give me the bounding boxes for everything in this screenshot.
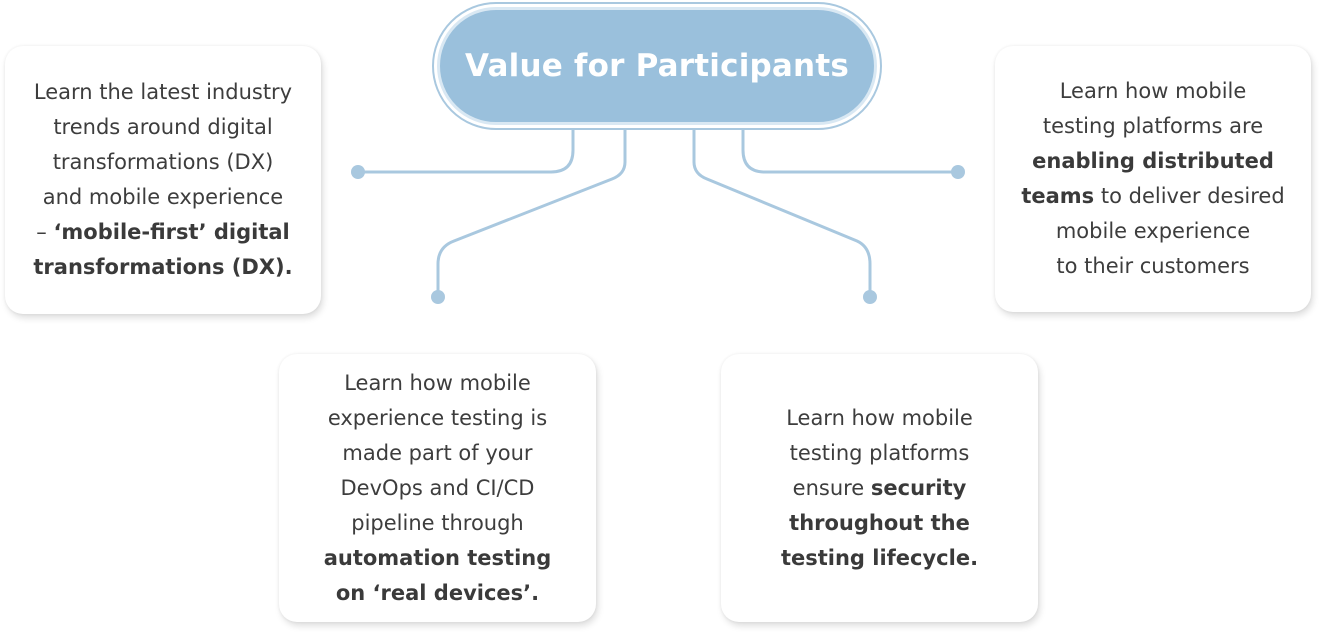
card-text-run: testing platforms bbox=[789, 440, 970, 465]
card-text-bold: transformations (DX). bbox=[33, 255, 293, 279]
connector-top-right bbox=[741, 124, 960, 174]
connector-top-left bbox=[356, 124, 575, 174]
card-line: testing lifecycle. bbox=[781, 541, 978, 576]
card-text-run: made part of your bbox=[342, 440, 533, 465]
card-text: Learn how mobile testing platforms ensure … bbox=[781, 401, 978, 576]
card-text-run: experience testing is bbox=[327, 405, 548, 430]
card-line: teams to deliver desired bbox=[1021, 179, 1284, 214]
card-top-right: Learn how mobile testing platforms are ena… bbox=[995, 46, 1311, 312]
card-line: and mobile experience bbox=[33, 180, 292, 215]
connector-bottom-left bbox=[436, 124, 627, 299]
card-text: Learn the latest industry trends around d… bbox=[33, 75, 292, 285]
card-text-bold: enabling distributed bbox=[1032, 149, 1274, 173]
card-text-run: to deliver desired bbox=[1094, 184, 1285, 208]
card-line: automation testing bbox=[324, 541, 552, 576]
card-text-run: – bbox=[36, 220, 54, 244]
card-line: experience testing is bbox=[324, 401, 552, 436]
card-text-bold: testing lifecycle. bbox=[780, 545, 979, 570]
card-line: ensure security bbox=[781, 471, 978, 506]
card-text-run: mobile experience bbox=[1055, 219, 1251, 243]
card-line: made part of your bbox=[324, 436, 552, 471]
card-text-run: Learn how mobile bbox=[786, 405, 973, 430]
card-line: testing platforms bbox=[781, 436, 978, 471]
card-text-run: testing platforms are bbox=[1042, 114, 1264, 138]
connector-bottom-right bbox=[692, 124, 872, 299]
card-text-run: Learn how mobile bbox=[344, 370, 531, 395]
hub-node: Value for Participants bbox=[437, 7, 877, 125]
connector-dot-top-right bbox=[951, 165, 965, 179]
card-text-run: to their customers bbox=[1056, 254, 1250, 278]
card-text-run: Learn the latest industry bbox=[33, 80, 293, 104]
card-line: pipeline through bbox=[324, 506, 552, 541]
card-line: Learn how mobile bbox=[781, 401, 978, 436]
card-line: – ‘mobile-first’ digital bbox=[33, 215, 292, 250]
hub-title: Value for Participants bbox=[465, 48, 849, 84]
card-text-bold: teams bbox=[1021, 184, 1095, 208]
card-text-bold: automation testing bbox=[323, 545, 552, 570]
card-text-bold: throughout the bbox=[789, 510, 970, 535]
card-text-run: transformations (DX) bbox=[52, 150, 274, 174]
card-text-run: Learn how mobile bbox=[1059, 79, 1247, 103]
connector-dot-bottom-left bbox=[431, 290, 445, 304]
card-line: mobile experience bbox=[1021, 214, 1284, 249]
card-text-bold: on ‘real devices’. bbox=[335, 580, 540, 605]
connector-dot-bottom-right bbox=[863, 290, 877, 304]
card-line: transformations (DX) bbox=[33, 145, 292, 180]
card-bottom-right: Learn how mobile testing platforms ensure … bbox=[721, 354, 1038, 622]
card-text-bold: security bbox=[870, 475, 967, 500]
card-line: Learn the latest industry bbox=[33, 75, 292, 110]
card-text: Learn how mobile testing platforms are ena… bbox=[1021, 74, 1284, 284]
card-text-run: DevOps and CI/CD bbox=[340, 475, 535, 500]
card-text-run: pipeline through bbox=[351, 510, 524, 535]
card-line: on ‘real devices’. bbox=[324, 576, 552, 611]
card-line: transformations (DX). bbox=[33, 250, 292, 285]
card-line: to their customers bbox=[1021, 249, 1284, 284]
card-line: Learn how mobile bbox=[1021, 74, 1284, 109]
card-line: trends around digital bbox=[33, 110, 292, 145]
card-text-run: trends around digital bbox=[53, 115, 273, 139]
card-top-left: Learn the latest industry trends around d… bbox=[5, 46, 321, 314]
card-line: testing platforms are bbox=[1021, 109, 1284, 144]
card-text-run: ensure bbox=[792, 475, 871, 500]
card-text-bold: ‘mobile-first’ digital bbox=[53, 220, 290, 244]
card-text: Learn how mobile experience testing is mad… bbox=[324, 366, 552, 611]
card-bottom-left: Learn how mobile experience testing is mad… bbox=[279, 354, 596, 622]
card-line: throughout the bbox=[781, 506, 978, 541]
connector-dot-top-left bbox=[351, 165, 365, 179]
card-line: DevOps and CI/CD bbox=[324, 471, 552, 506]
card-text-run: and mobile experience bbox=[42, 185, 284, 209]
card-line: enabling distributed bbox=[1021, 144, 1284, 179]
card-line: Learn how mobile bbox=[324, 366, 552, 401]
